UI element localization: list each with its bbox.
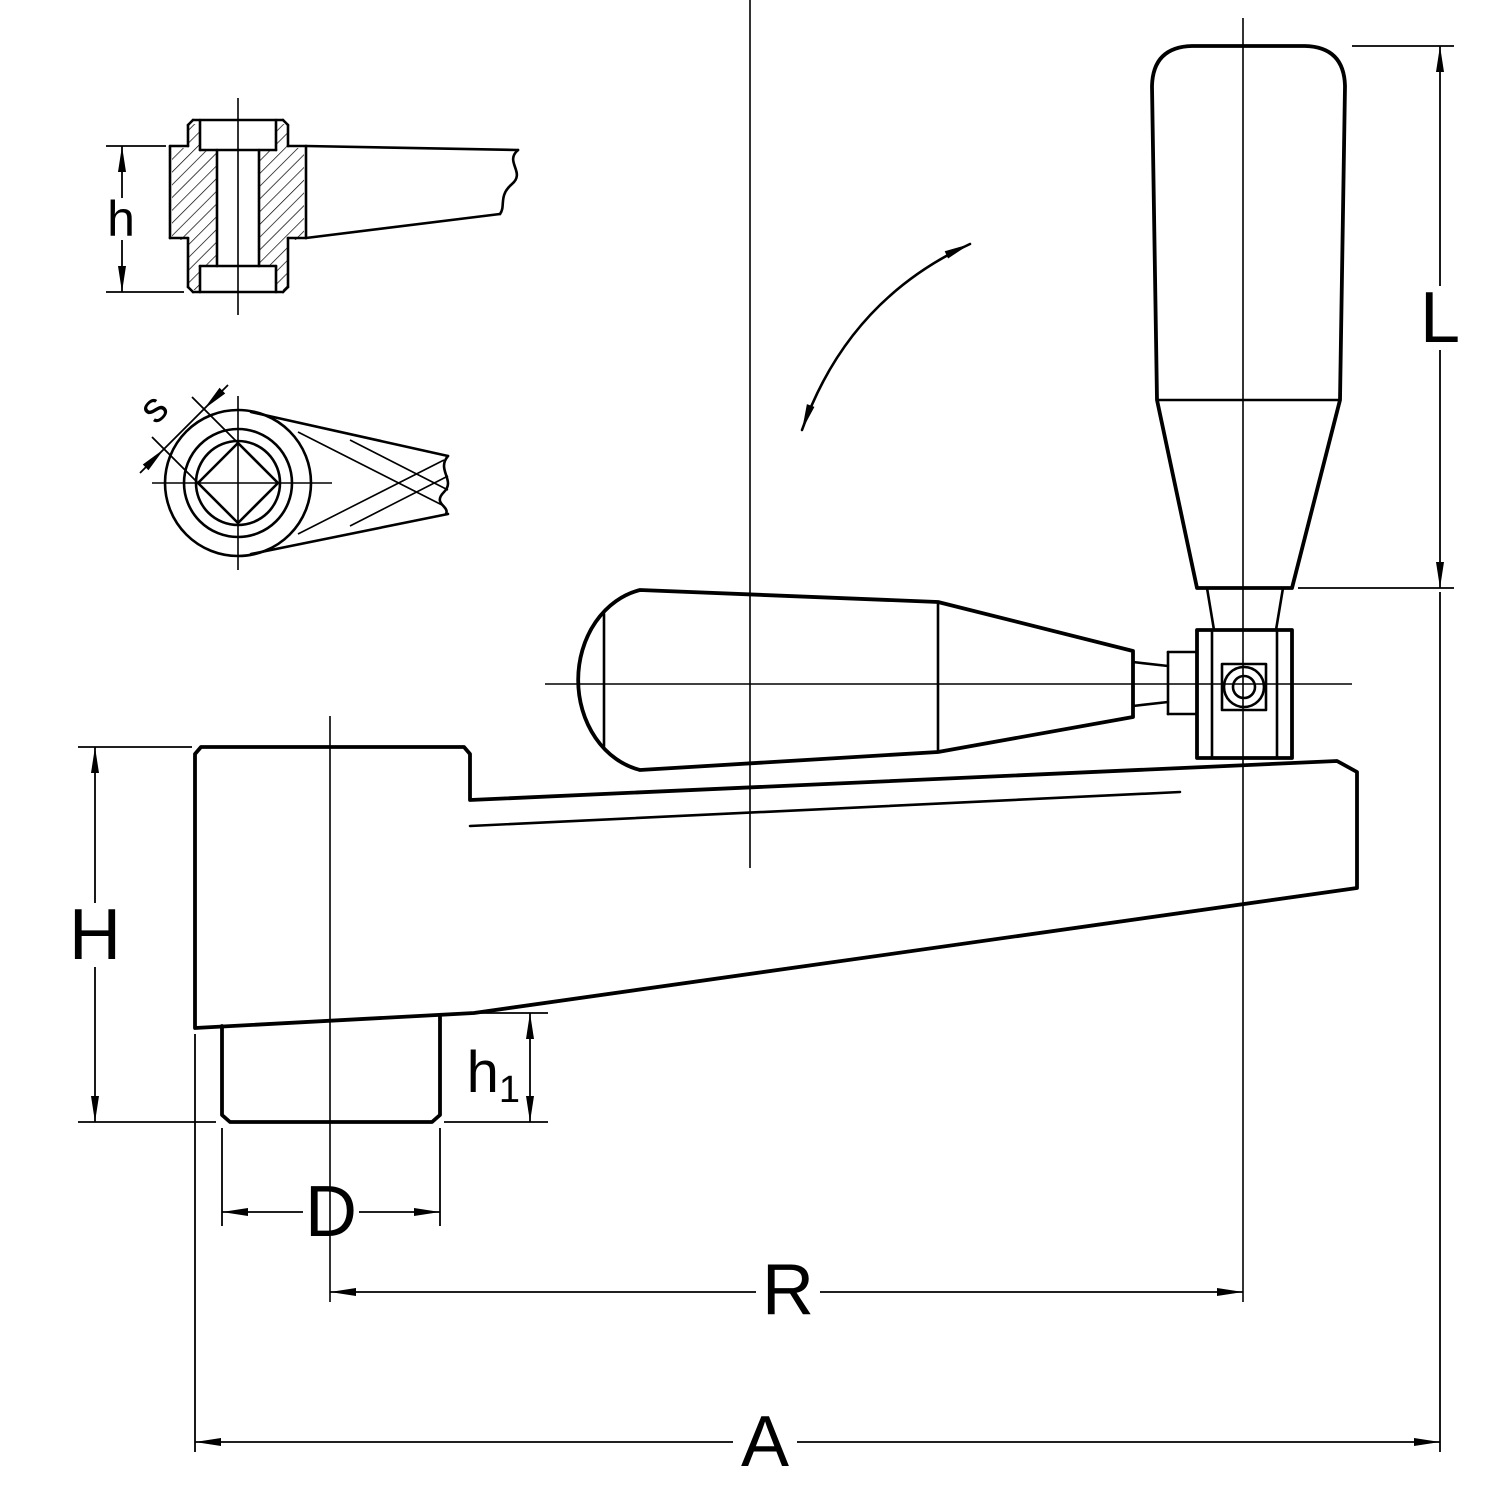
bracket-outer — [1195, 628, 1294, 760]
neck-left — [1205, 586, 1216, 632]
dimension-L: L — [1298, 45, 1460, 589]
square-corner-circle — [194, 439, 282, 527]
pin-block — [1220, 662, 1268, 712]
break-line — [498, 148, 520, 216]
break-line — [438, 454, 450, 516]
dimension-h: h — [106, 145, 184, 293]
neck-bottom — [1131, 700, 1170, 708]
handle-upright — [1150, 44, 1347, 632]
neck-top — [1131, 660, 1170, 668]
centerlines — [329, 0, 1352, 1302]
pivot-pin-inner — [1231, 674, 1257, 700]
hatch-left-wall — [172, 124, 217, 290]
pivot-bracket — [1195, 628, 1294, 760]
hub-section-outline — [168, 118, 308, 294]
boss-outer-circle — [163, 408, 313, 558]
fold-motion-arc — [800, 242, 972, 432]
dimension-D: D — [221, 1128, 441, 1252]
rib-line — [349, 475, 449, 527]
dimension-label-R: R — [762, 1250, 814, 1330]
rib-line — [297, 459, 445, 535]
crank-body — [193, 745, 1359, 1124]
rib-line — [297, 431, 445, 507]
hub-section-bore — [198, 118, 278, 294]
dimension-label-H: H — [69, 895, 121, 975]
dimension-A: A — [194, 592, 1441, 1482]
swing-arc-arrow — [800, 242, 972, 432]
dimension-label-A: A — [741, 1402, 789, 1482]
dimension-h1: h1 — [444, 1012, 548, 1123]
rib-line — [349, 439, 449, 491]
hatch-right-wall — [259, 124, 304, 290]
dimension-R: R — [330, 1250, 1243, 1330]
arm-section-detail: s — [129, 384, 450, 570]
dimension-label-D: D — [305, 1172, 357, 1252]
neck-right — [1274, 586, 1285, 632]
upright-grip-outline — [1150, 44, 1347, 590]
dimension-label-s: s — [129, 384, 177, 432]
bottom-boss — [220, 1013, 442, 1124]
square-bore — [196, 441, 280, 525]
crank-body-outline — [193, 745, 1359, 1030]
handle-folded — [576, 588, 1199, 772]
dimension-H: H — [69, 746, 216, 1123]
dimensions: L H h1 D R — [69, 45, 1460, 1482]
main-view — [193, 44, 1359, 1124]
dimension-label-h: h — [107, 191, 135, 247]
arm-profile — [249, 410, 450, 556]
boss-recess-circle — [182, 427, 294, 539]
hub-section-detail: h — [106, 98, 520, 315]
arm-top-inner-edge — [468, 790, 1182, 828]
pivot-pin-outer — [1222, 665, 1266, 709]
dimension-label-L: L — [1420, 278, 1460, 358]
folded-grip-outline — [576, 588, 1135, 772]
hub-section-arm-stub — [304, 144, 520, 240]
dimension-label-h1: h1 — [467, 1040, 520, 1111]
